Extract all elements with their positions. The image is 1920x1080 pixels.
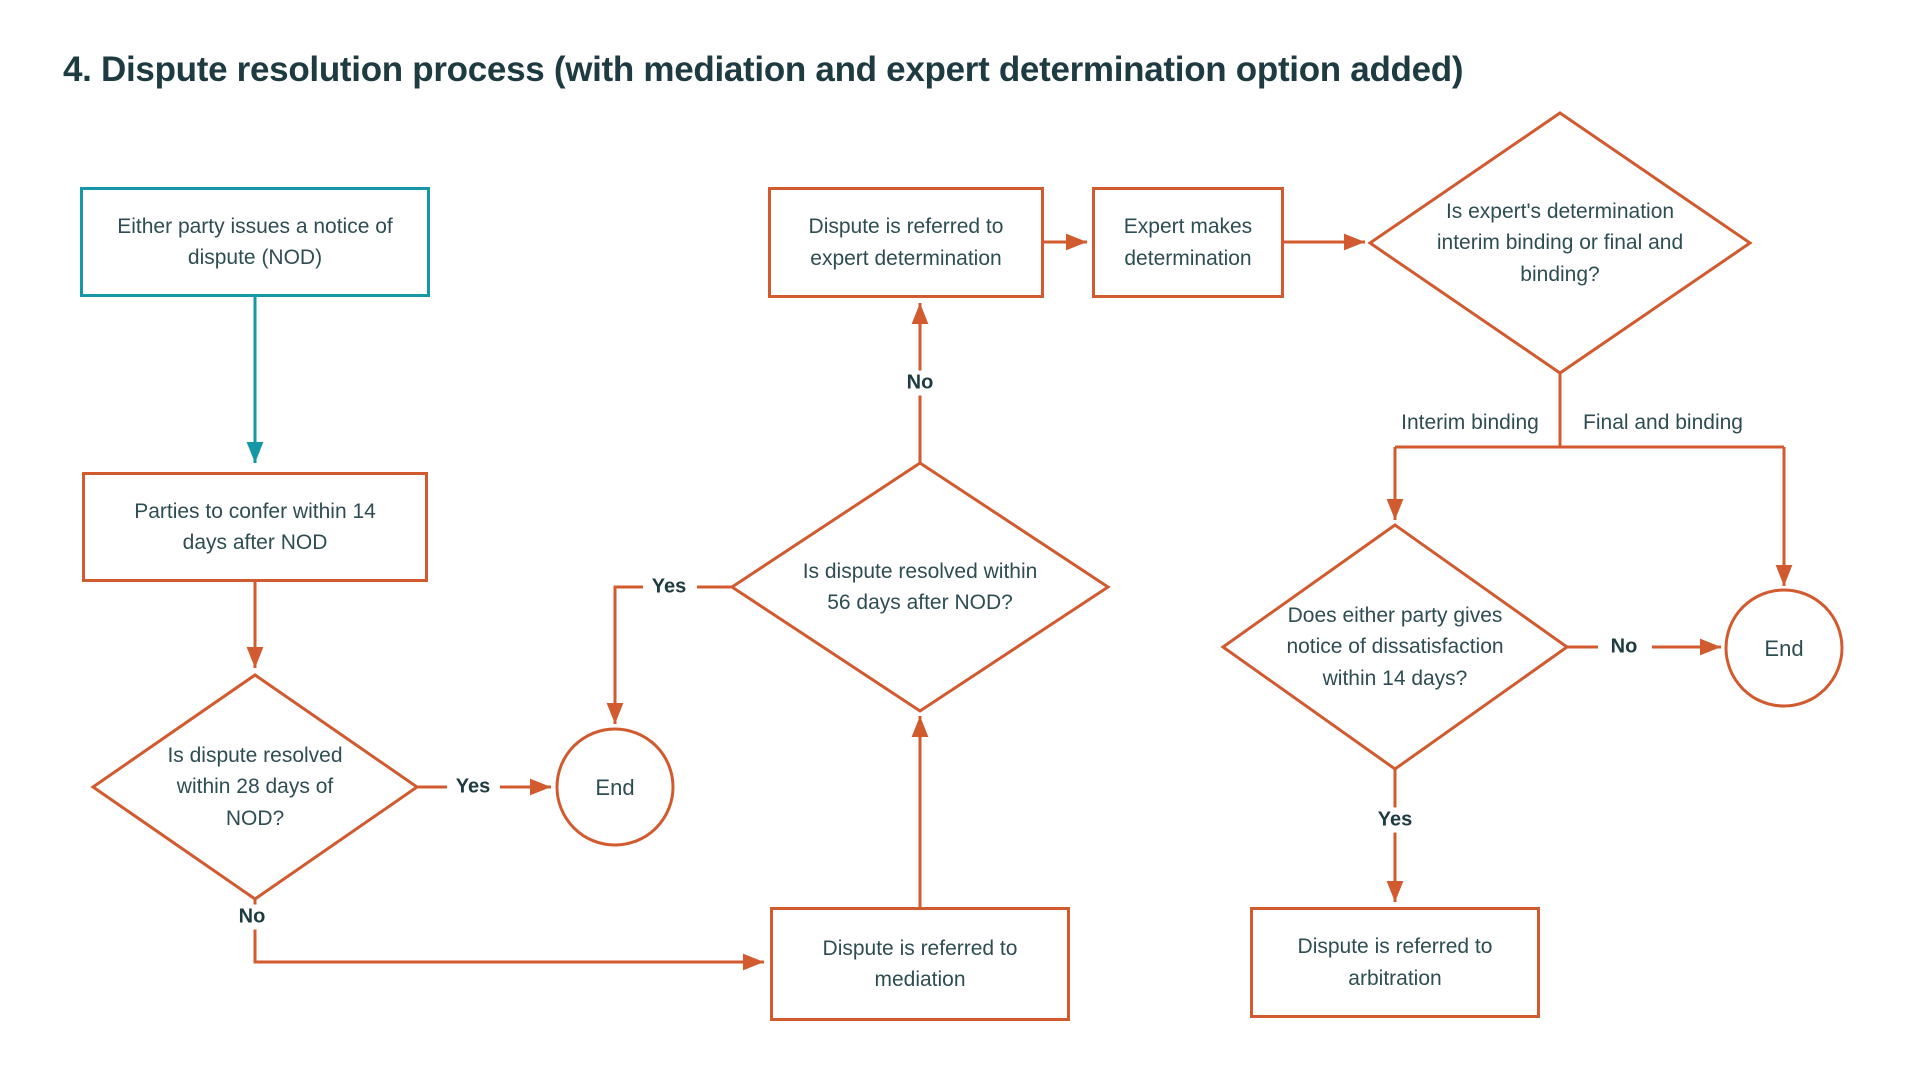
label-yes-dissatisfaction: Yes [1371, 807, 1419, 833]
end-circle-2-shape [1724, 588, 1844, 708]
node-nod: Either party issues a notice of dispute … [80, 187, 430, 297]
end-circle-1-shape [555, 727, 675, 847]
label-yes-resolved28: Yes [449, 774, 497, 800]
label-no-dissatisfaction: No [1604, 634, 1644, 660]
node-expert-makes: Expert makes determination [1092, 187, 1284, 298]
label-no-resolved28: No [232, 904, 272, 930]
label-final-and-binding: Final and binding [1579, 411, 1747, 435]
node-resolved28-text: Is dispute resolved within 28 days of NO… [167, 743, 343, 830]
node-binding-question-text: Is expert's determination interim bindin… [1436, 199, 1684, 286]
diamond-dissatisfaction-shape [1220, 523, 1570, 771]
diamond-resolved28-shape [90, 673, 420, 901]
node-nod-text: Either party issues a notice of dispute … [117, 214, 393, 270]
end-circle-2: End [1726, 590, 1842, 706]
diamond-resolved56-shape [729, 461, 1111, 713]
node-confer-text: Parties to confer within 14 days after N… [134, 499, 376, 555]
node-arbitration: Dispute is referred to arbitration [1250, 907, 1540, 1018]
node-dissatisfaction-text: Does either party gives notice of dissat… [1286, 603, 1504, 690]
node-arbitration-text: Dispute is referred to arbitration [1297, 935, 1493, 990]
node-confer: Parties to confer within 14 days after N… [82, 472, 428, 582]
node-mediation-text: Dispute is referred to mediation [822, 936, 1018, 992]
label-interim-binding: Interim binding [1397, 411, 1543, 435]
node-expert-referral: Dispute is referred to expert determinat… [768, 187, 1044, 298]
node-resolved56: Is dispute resolved within 56 days after… [732, 463, 1108, 711]
node-resolved28: Is dispute resolved within 28 days of NO… [93, 675, 417, 899]
end-circle-1: End [557, 729, 673, 845]
node-expert-makes-text: Expert makes determination [1123, 215, 1253, 270]
node-dissatisfaction: Does either party gives notice of dissat… [1223, 525, 1567, 769]
label-no-resolved56: No [900, 370, 940, 396]
diamond-binding-question-shape [1367, 111, 1753, 375]
end-circle-2-text: End [1764, 635, 1804, 661]
diagram-title: 4. Dispute resolution process (with medi… [63, 50, 1464, 89]
connector-yes-to-end1-top [606, 585, 643, 724]
node-resolved56-text: Is dispute resolved within 56 days after… [802, 559, 1038, 615]
end-circle-1-text: End [595, 774, 635, 800]
connector-resolved28-no-to-mediation [253, 899, 764, 971]
label-yes-resolved56: Yes [645, 574, 693, 600]
node-expert-referral-text: Dispute is referred to expert determinat… [808, 215, 1004, 270]
node-mediation: Dispute is referred to mediation [770, 907, 1070, 1021]
node-binding-question: Is expert's determination interim bindin… [1370, 113, 1750, 373]
